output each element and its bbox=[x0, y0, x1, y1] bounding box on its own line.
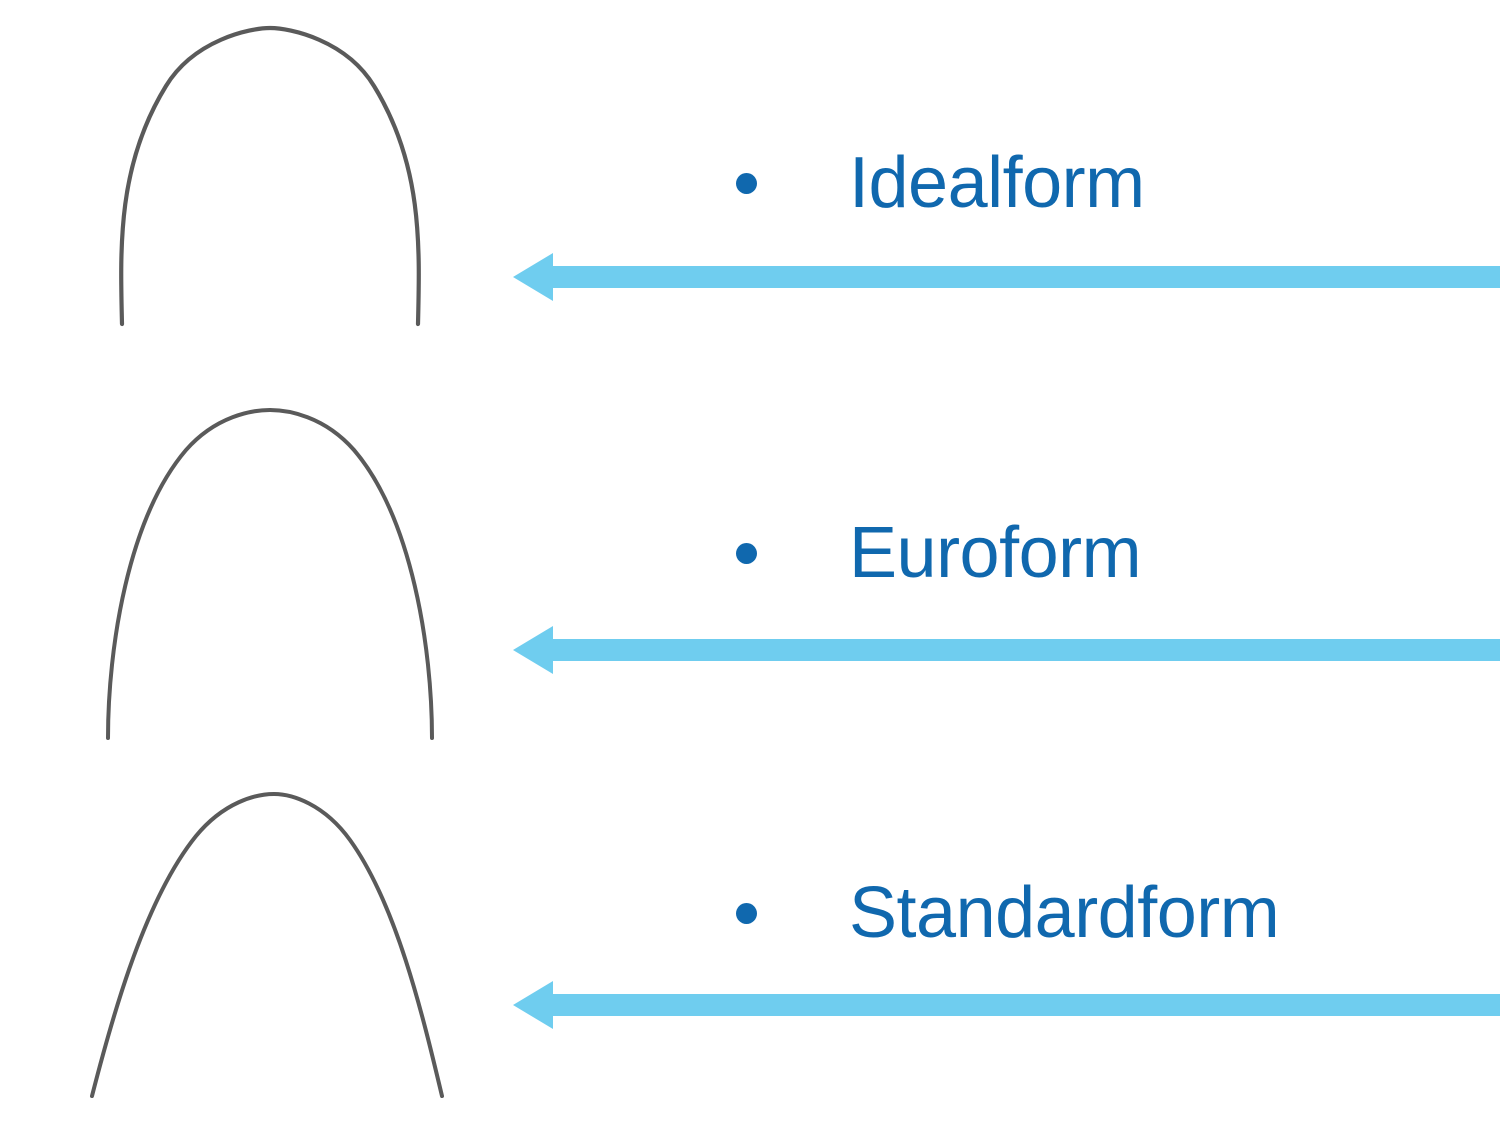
archwire-standardform-drawing bbox=[90, 791, 444, 1098]
bullet-point-icon bbox=[736, 903, 757, 925]
orthodontic-archwire-idealform-figure bbox=[70, 14, 470, 344]
label-standardform: Standardform bbox=[849, 873, 1280, 953]
archwire-idealform-drawing bbox=[119, 25, 421, 327]
bullet-item-idealform[interactable]: Idealform bbox=[736, 143, 1145, 223]
bullet-item-standardform[interactable]: Standardform bbox=[736, 873, 1280, 953]
arrow-row-euroform bbox=[505, 618, 1500, 682]
left-arrow-icon bbox=[513, 981, 1500, 1029]
arrow-row-standardform bbox=[505, 973, 1500, 1037]
left-arrow-icon bbox=[513, 626, 1500, 674]
bullet-item-euroform[interactable]: Euroform bbox=[736, 513, 1142, 593]
left-arrow-icon bbox=[513, 253, 1500, 301]
orthodontic-archwire-euroform-figure bbox=[70, 398, 470, 746]
orthodontic-archwire-standardform-figure bbox=[70, 778, 470, 1108]
label-euroform: Euroform bbox=[849, 513, 1142, 593]
bullet-point-icon bbox=[736, 543, 757, 565]
arrow-row-idealform bbox=[505, 245, 1500, 309]
bullet-point-icon bbox=[736, 173, 757, 195]
archwire-euroform-drawing bbox=[106, 407, 434, 740]
label-idealform: Idealform bbox=[849, 143, 1145, 223]
